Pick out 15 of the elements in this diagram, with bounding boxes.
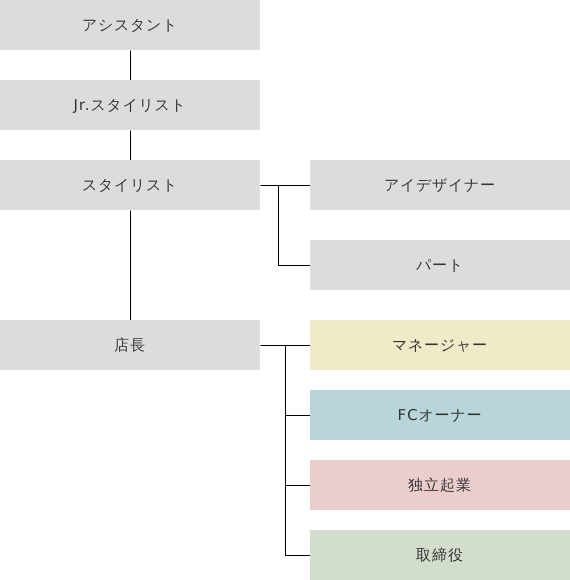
- career-box: FCオーナー: [310, 390, 570, 440]
- career-box: アイデザイナー: [310, 160, 570, 210]
- connector-line: [130, 210, 131, 321]
- career-box: 取締役: [310, 530, 570, 580]
- career-box: パート: [310, 240, 570, 290]
- connector-line: [260, 345, 311, 556]
- career-box: Jr.スタイリスト: [0, 80, 260, 130]
- career-box: 独立起業: [310, 460, 570, 510]
- career-box: 店長: [0, 320, 260, 370]
- connector-line: [260, 185, 311, 266]
- career-box: マネージャー: [310, 320, 570, 370]
- career-box: スタイリスト: [0, 160, 260, 210]
- connector-line: [130, 130, 131, 161]
- connector-line: [130, 50, 131, 81]
- career-box: アシスタント: [0, 0, 260, 50]
